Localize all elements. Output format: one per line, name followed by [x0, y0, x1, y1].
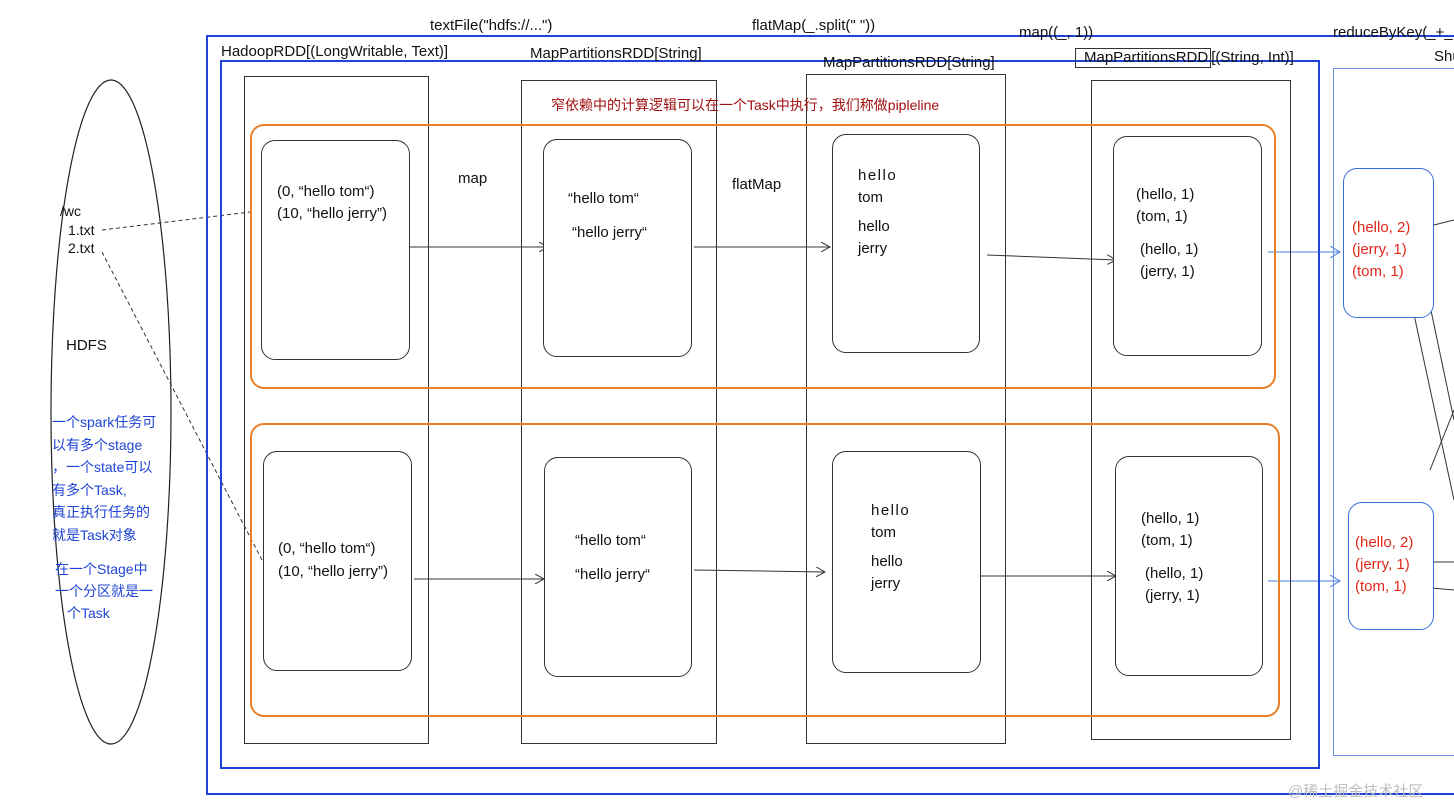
p2-mp2-line-4: jerry	[871, 575, 901, 592]
rdd-label-mp1: MapPartitionsRDD[String]	[530, 45, 702, 62]
arrow-p1-map2	[986, 254, 1116, 260]
note1-line-6: 就是Task对象	[52, 526, 137, 543]
p2-hadoop-line-2: (10, “hello jerry”)	[278, 563, 389, 580]
hadooprdd-column	[244, 76, 429, 744]
pipeline-box-2	[250, 423, 1280, 717]
hdfs-ellipse	[50, 79, 172, 745]
p1-reduce-line-3: (tom, 1)	[1352, 263, 1404, 280]
p2-reduce-line-2: (jerry, 1)	[1355, 556, 1410, 573]
p2-reduce-partition: (hello, 2) (jerry, 1) (tom, 1)	[1348, 502, 1434, 630]
p1-mp2-line-2: tom	[858, 189, 884, 206]
p2-mp3-line-4: (jerry, 1)	[1145, 587, 1200, 604]
p1-mp2-line-3: hello	[858, 218, 890, 235]
p1-mp1-line-2: “hello jerry“	[572, 224, 648, 241]
p1-mp2-content: hello tom hello jerry	[858, 165, 897, 260]
p2-mp3-content: (hello, 1) (tom, 1) (hello, 1) (jerry, 1…	[1141, 508, 1203, 607]
arrow-p2-flatmap	[693, 570, 825, 572]
mappartitionsrdd-2-column	[806, 74, 1006, 744]
p2-mp3-line-2: (tom, 1)	[1141, 532, 1193, 549]
op-reducebykey: reduceByKey(_+_	[1333, 24, 1453, 41]
p1-reduce-line-2: (jerry, 1)	[1352, 241, 1407, 258]
file2-link	[101, 251, 263, 561]
note2-line-2: 一个分区就是一	[55, 583, 153, 599]
note1-line-5: 真正执行任务的	[52, 504, 150, 520]
p2-hadoop-line-1: (0, “hello tom“)	[278, 540, 376, 557]
p2-mp1-line-1: “hello tom“	[575, 532, 646, 549]
op-map: map((_, 1))	[1019, 24, 1094, 41]
p1-mp3-partition: (hello, 1) (tom, 1) (hello, 1) (jerry, 1…	[1113, 136, 1262, 356]
edge-label-map: map	[458, 170, 488, 187]
note1-line-3: ，一个state可以	[52, 459, 153, 475]
p1-mp2-line-1: hello	[858, 167, 898, 184]
rdd-label-mp3: MapPartitionsRDD[(String, Int)]	[1075, 48, 1294, 68]
mappartitionsrdd-3-column	[1091, 80, 1291, 740]
p1-mp3-content: (hello, 1) (tom, 1) (hello, 1) (jerry, 1…	[1136, 184, 1198, 283]
op-flatmap: flatMap(_.split(" "))	[752, 17, 876, 34]
rdd-label-mp3-suffix: [(String, Int)]	[1211, 49, 1294, 66]
p2-reduce-line-3: (tom, 1)	[1355, 578, 1407, 595]
file1-link	[101, 211, 251, 231]
hdfs-label: HDFS	[66, 337, 107, 354]
p2-mp2-line-3: hello	[871, 553, 903, 570]
p1-reduce-content: (hello, 2) (jerry, 1) (tom, 1)	[1352, 217, 1410, 283]
p1-mp2-partition: hello tom hello jerry	[832, 134, 980, 353]
p2-mp3-line-1: (hello, 1)	[1141, 510, 1200, 527]
edge-label-flatmap: flatMap	[732, 176, 782, 193]
shuffle-line-6	[1429, 409, 1454, 471]
pipeline-box-1	[250, 124, 1276, 389]
p2-mp2-line-2: tom	[871, 524, 897, 541]
rdd-label-hadoop: HadoopRDD[(LongWritable, Text)]	[221, 43, 449, 60]
stage-outer-border	[206, 35, 1454, 795]
mappartitionsrdd-1-column	[521, 80, 717, 744]
hdfs-file1: 1.txt	[68, 222, 95, 238]
rdd-label-mp3-prefix: MapPartitionsRDD	[1075, 48, 1212, 68]
p2-mp2-content: hello tom hello jerry	[871, 500, 910, 595]
note1-line-1: 一个spark任务可	[52, 414, 157, 430]
p1-mp3-line-1: (hello, 1)	[1136, 186, 1195, 203]
spark-task-note: 一个spark任务可 以有多个stage ，一个state可以 有多个Task,…	[52, 411, 156, 546]
p1-hadoop-line-2: (10, “hello jerry”)	[277, 205, 388, 222]
watermark: @稀土掘金技术社区	[1288, 783, 1424, 800]
p2-hadoop-partition: (0, “hello tom“) (10, “hello jerry”)	[263, 451, 412, 671]
p2-reduce-content: (hello, 2) (jerry, 1) (tom, 1)	[1355, 532, 1413, 598]
p2-mp3-line-3: (hello, 1)	[1145, 565, 1204, 582]
p1-mp3-line-4: (jerry, 1)	[1140, 263, 1195, 280]
stage-partition-note: 在一个Stage中 一个分区就是一 个Task	[55, 558, 153, 624]
p1-hadoop-line-1: (0, “hello tom“)	[277, 183, 375, 200]
p1-hadoop-partition: (0, “hello tom“) (10, “hello jerry”)	[261, 140, 410, 360]
shuffle-stage-border	[1333, 68, 1454, 756]
p1-mp1-content: “hello tom“ “hello jerry“	[568, 182, 647, 250]
p1-mp3-line-2: (tom, 1)	[1136, 208, 1188, 225]
shuffle-label-partial: Shu	[1434, 48, 1454, 65]
hdfs-dir: /wc	[60, 203, 81, 219]
p2-reduce-line-1: (hello, 2)	[1355, 534, 1414, 551]
p1-mp1-line-1: “hello tom“	[568, 190, 639, 207]
note2-line-1: 在一个Stage中	[55, 561, 148, 577]
p2-mp2-line-1: hello	[871, 502, 911, 519]
stage-inner-border	[220, 60, 1320, 769]
p1-reduce-partition: (hello, 2) (jerry, 1) (tom, 1)	[1343, 168, 1434, 318]
note1-line-2: 以有多个stage	[52, 436, 143, 453]
p2-hadoop-content: (0, “hello tom“) (10, “hello jerry”)	[278, 537, 388, 583]
p1-hadoop-content: (0, “hello tom“) (10, “hello jerry”)	[277, 181, 387, 225]
p2-mp1-content: “hello tom“ “hello jerry“	[575, 524, 650, 592]
p2-mp1-line-2: “hello jerry“	[575, 566, 651, 583]
p1-mp1-partition: “hello tom“ “hello jerry“	[543, 139, 692, 357]
p2-mp2-partition: hello tom hello jerry	[832, 451, 981, 673]
p1-mp2-line-4: jerry	[858, 240, 888, 257]
hdfs-file2: 2.txt	[68, 240, 95, 256]
op-textfile: textFile("hdfs://...")	[430, 17, 553, 34]
p1-reduce-line-1: (hello, 2)	[1352, 219, 1411, 236]
p2-mp3-partition: (hello, 1) (tom, 1) (hello, 1) (jerry, 1…	[1115, 456, 1263, 676]
note2-line-3: 个Task	[67, 605, 110, 621]
p1-mp3-line-3: (hello, 1)	[1140, 241, 1199, 258]
pipeline-note: 窄依赖中的计算逻辑可以在一个Task中执行，我们称做pipleline	[551, 97, 940, 113]
rdd-label-mp2: MapPartitionsRDD[String]	[823, 54, 995, 71]
note1-line-4: 有多个Task,	[52, 481, 127, 498]
p2-mp1-partition: “hello tom“ “hello jerry“	[544, 457, 692, 677]
